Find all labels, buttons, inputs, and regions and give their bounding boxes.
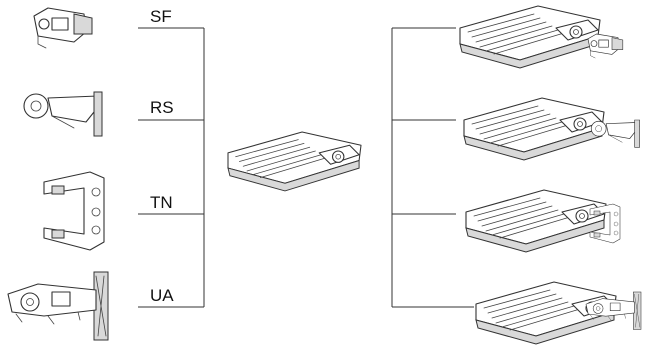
mount-label-tn: TN (150, 193, 173, 212)
mount-label-ua: UA (150, 286, 174, 305)
fixture-with-sf-mount-icon (459, 5, 624, 69)
fixture-with-tn-mount-icon (465, 189, 621, 253)
mount-label-rs: RS (150, 98, 174, 117)
fixture-with-ua-mount-icon (475, 281, 642, 345)
mount-option-ua-icon (7, 271, 109, 341)
mount-option-tn-icon (43, 171, 105, 251)
fixture-with-rs-mount-icon (463, 97, 640, 161)
mount-option-rs-icon (23, 91, 103, 137)
right-connector-lines (391, 27, 474, 308)
mount-option-sf-icon (33, 7, 93, 49)
mount-label-sf: SF (150, 7, 172, 26)
left-connector-lines (138, 27, 205, 308)
center-fixture-icon (227, 131, 362, 192)
